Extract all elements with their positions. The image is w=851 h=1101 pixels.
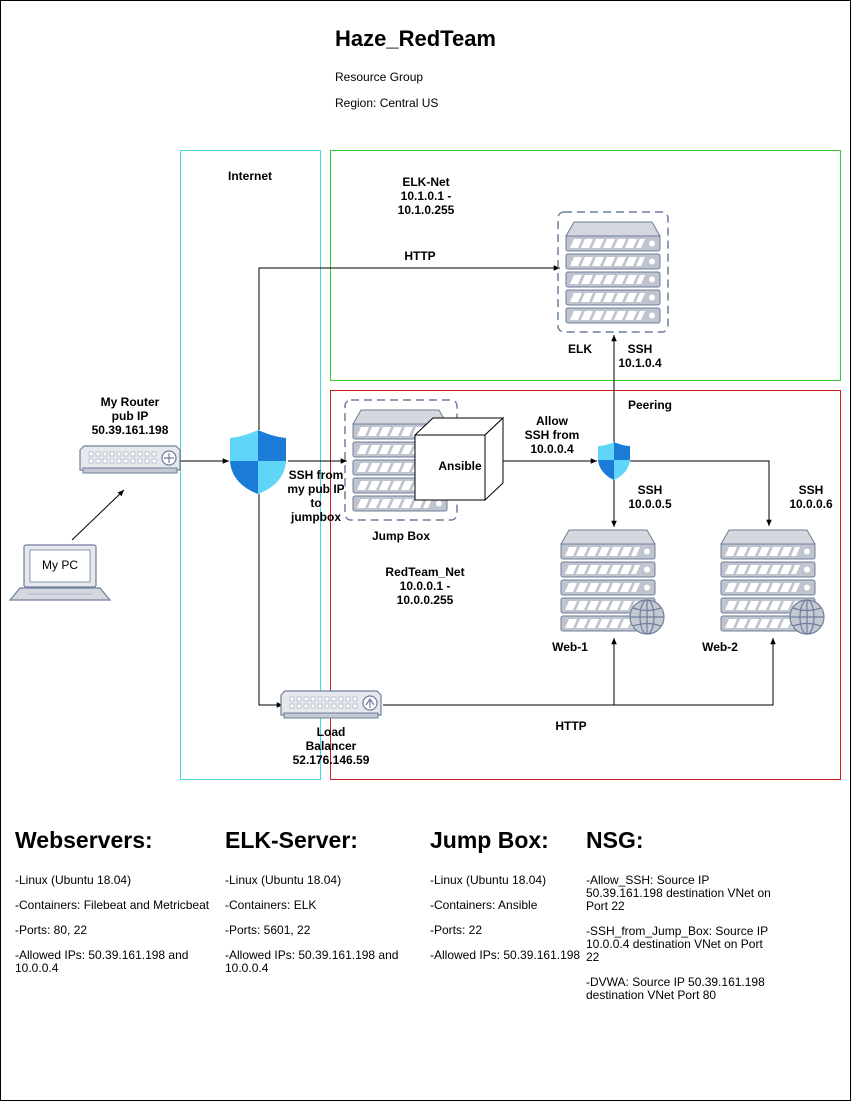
webservers-heading: Webservers: — [15, 827, 153, 853]
redteam-net-range-start: 10.0.0.1 - — [399, 579, 451, 593]
elk-server-list: -Linux (Ubuntu 18.04) -Containers: ELK -… — [225, 874, 415, 975]
ssh-from-pub-line4: jumpbox — [291, 510, 341, 524]
elk-server-item: -Ports: 5601, 22 — [225, 923, 311, 937]
allow-ssh-label: Allow SSH from 10.0.0.4 — [515, 414, 589, 456]
allow-ssh-line1: Allow — [536, 414, 568, 428]
router-name: My Router — [100, 395, 160, 409]
http-bottom-label: HTTP — [555, 719, 587, 733]
http-to-lb-arrow — [258, 494, 283, 708]
elk-net-zone — [330, 150, 841, 381]
allow-ssh-line2: SSH from — [524, 428, 580, 442]
region-label: Region: Central US — [335, 96, 439, 110]
webservers-item: -Allowed IPs: 50.39.161.198 and 10.0.0.4 — [15, 948, 189, 975]
webservers-section: Webservers: -Linux (Ubuntu 18.04) -Conta… — [15, 827, 210, 987]
ssh-from-pub-line3: to — [310, 496, 322, 510]
peering-label: Peering — [627, 398, 672, 412]
jump-box-item: -Ports: 22 — [430, 923, 483, 937]
load-balancer-label: Load Balancer 52.176.146.59 — [286, 725, 376, 767]
load-balancer-icon — [280, 690, 382, 719]
nsg-shield-icon — [598, 442, 630, 480]
lb-to-web2-arrow — [614, 638, 776, 706]
internet-zone-label: Internet — [227, 169, 272, 183]
nsg-item: -Allow_SSH: Source IP 50.39.161.198 dest… — [586, 873, 771, 913]
ssh-web1-proto: SSH — [637, 483, 663, 497]
ssh-web2-proto: SSH — [798, 483, 824, 497]
redteam-net-range-end: 10.0.0.255 — [396, 593, 454, 607]
webservers-item: -Ports: 80, 22 — [15, 923, 88, 937]
router-ip: 50.39.161.198 — [91, 423, 169, 437]
resource-group-label: Resource Group — [335, 70, 424, 84]
redteam-net-label: RedTeam_Net 10.0.0.1 - 10.0.0.255 — [375, 565, 475, 607]
ssh-from-pub-line2: my pub IP — [287, 482, 345, 496]
nsg-section: NSG: -Allow_SSH: Source IP 50.39.161.198… — [586, 827, 771, 1014]
redteam-net-zone — [330, 390, 841, 780]
elk-server-item: -Linux (Ubuntu 18.04) — [225, 873, 342, 887]
laptop-icon — [8, 544, 112, 601]
connectors — [71, 265, 776, 708]
jump-box-item: -Allowed IPs: 50.39.161.198 — [430, 948, 581, 962]
nsg-item: -DVWA: Source IP 50.39.161.198 destinati… — [586, 975, 765, 1002]
web1-globe-icon — [629, 599, 665, 635]
ssh-elk-label: SSH 10.1.0.4 — [615, 342, 665, 370]
elk-server-icon — [565, 221, 661, 324]
jump-box-label: Jump Box — [371, 529, 430, 543]
load-balancer-ip: 52.176.146.59 — [292, 753, 370, 767]
elk-label: ELK — [568, 342, 592, 356]
router-icon — [79, 445, 181, 474]
webservers-item: -Linux (Ubuntu 18.04) — [15, 873, 132, 887]
pc-to-router-arrow — [71, 489, 125, 541]
diagram-title: Haze_RedTeam — [335, 26, 496, 51]
ssh-web2-label: SSH 10.0.0.6 — [786, 483, 836, 511]
router-label: My Router pub IP 50.39.161.198 — [80, 395, 180, 437]
web2-label: Web-2 — [702, 640, 738, 654]
ssh-from-pub-label: SSH from my pub IP to jumpbox — [276, 468, 356, 524]
nsg-heading: NSG: — [586, 827, 644, 853]
ssh-web1-label: SSH 10.0.0.5 — [625, 483, 675, 511]
elk-server-item: -Allowed IPs: 50.39.161.198 and 10.0.0.4 — [225, 948, 399, 975]
elk-net-range-start: 10.1.0.1 - — [400, 189, 452, 203]
ansible-cube-icon — [413, 416, 505, 502]
jump-box-list: -Linux (Ubuntu 18.04) -Containers: Ansib… — [430, 874, 590, 962]
web2-globe-icon — [789, 599, 825, 635]
router-pub-ip-label: pub IP — [111, 409, 149, 423]
nsg-list: -Allow_SSH: Source IP 50.39.161.198 dest… — [586, 874, 771, 1002]
elk-server-heading: ELK-Server: — [225, 827, 358, 853]
load-balancer-line1: Load — [316, 725, 346, 739]
ssh-elk-proto: SSH — [627, 342, 653, 356]
ssh-from-pub-line1: SSH from — [288, 468, 344, 482]
elk-server-section: ELK-Server: -Linux (Ubuntu 18.04) -Conta… — [225, 827, 415, 987]
elk-net-name: ELK-Net — [402, 175, 450, 189]
firewall-shield-icon — [230, 430, 286, 494]
jump-box-section: Jump Box: -Linux (Ubuntu 18.04) -Contain… — [430, 827, 590, 974]
ansible-label: Ansible — [438, 459, 482, 473]
elk-group-outline — [557, 211, 669, 333]
web1-label: Web-1 — [552, 640, 588, 654]
http-top-label: HTTP — [404, 249, 436, 263]
my-pc-label: My PC — [42, 558, 78, 572]
webservers-list: -Linux (Ubuntu 18.04) -Containers: Fileb… — [15, 874, 210, 975]
webservers-item: -Containers: Filebeat and Metricbeat — [15, 898, 210, 912]
ssh-web1-ip: 10.0.0.5 — [628, 497, 672, 511]
load-balancer-line2: Balancer — [305, 739, 357, 753]
elk-net-range-end: 10.1.0.255 — [397, 203, 455, 217]
ssh-web2-ip: 10.0.0.6 — [789, 497, 833, 511]
http-to-elk-arrow — [258, 265, 560, 430]
jump-box-item: -Containers: Ansible — [430, 898, 538, 912]
jump-box-item: -Linux (Ubuntu 18.04) — [430, 873, 547, 887]
ssh-elk-ip: 10.1.0.4 — [618, 356, 662, 370]
nsg-item: -SSH_from_Jump_Box: Source IP 10.0.0.4 d… — [586, 924, 768, 964]
elk-server-item: -Containers: ELK — [225, 898, 317, 912]
jump-box-heading: Jump Box: — [430, 827, 549, 853]
nsg-to-web2-arrow — [630, 460, 772, 526]
allow-ssh-line3: 10.0.0.4 — [530, 442, 574, 456]
elk-net-label: ELK-Net 10.1.0.1 - 10.1.0.255 — [376, 175, 476, 217]
redteam-net-name: RedTeam_Net — [385, 565, 465, 579]
